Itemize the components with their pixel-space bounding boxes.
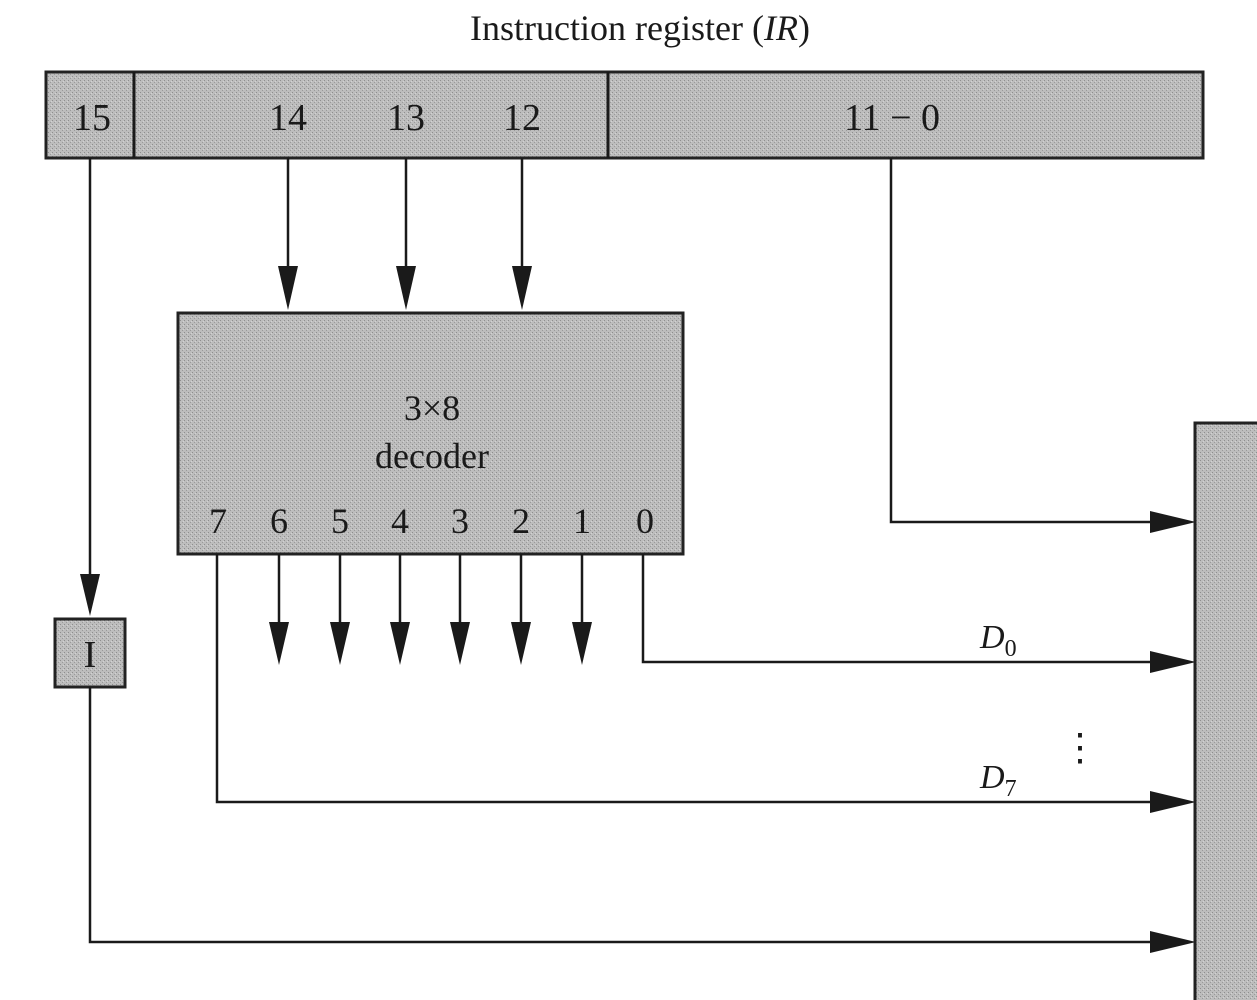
signal-d0-label: D0 <box>979 619 1017 662</box>
arrow-bits-11-0 <box>1150 511 1196 533</box>
arrow-d0 <box>1150 651 1196 673</box>
register-bit-14: 14 <box>269 97 307 139</box>
arrow-indirect-flag <box>1150 931 1196 953</box>
arrow-output-2 <box>511 622 531 665</box>
register-bits-11-0: 11 − 0 <box>844 97 940 139</box>
arrow-bit-13 <box>396 266 416 310</box>
decoder-output-6: 6 <box>270 501 288 541</box>
register-bit-13: 13 <box>387 97 425 139</box>
decoder-label: decoder <box>375 436 489 476</box>
decoder-body <box>176 311 685 556</box>
arrow-bit-12 <box>512 266 532 310</box>
signal-d7-label: D7 <box>979 759 1017 802</box>
arrow-output-5 <box>330 622 350 665</box>
decoder-output-3: 3 <box>451 501 469 541</box>
wire-bits-11-0 <box>889 158 1160 524</box>
arrow-bit-14 <box>278 266 298 310</box>
arrow-bit-15 <box>80 574 100 616</box>
decoder-output-2: 2 <box>512 501 530 541</box>
signal-ellipsis: ⋮ <box>1061 727 1099 769</box>
decoder-output-4: 4 <box>391 501 409 541</box>
arrow-output-6 <box>269 622 289 665</box>
decoder-output-1: 1 <box>573 501 591 541</box>
decoder-size: 3×8 <box>404 388 460 428</box>
arrow-output-1 <box>572 622 592 665</box>
decoder-output-7: 7 <box>209 501 227 541</box>
indirect-flag-label: I <box>84 634 97 676</box>
wire-indirect-flag <box>88 687 1160 944</box>
wire-d7 <box>215 554 1160 804</box>
indirect-flag-box <box>53 617 127 689</box>
register-body <box>44 70 1205 160</box>
decoder-3x8: 3×8 decoder 7 6 5 4 3 2 1 0 <box>176 311 685 556</box>
wire-d0 <box>641 554 1160 664</box>
arrow-output-3 <box>450 622 470 665</box>
control-logic-block <box>1193 421 1257 1000</box>
register-bit-12: 12 <box>503 97 541 139</box>
register-title: Instruction register (IR) <box>470 8 810 48</box>
arrow-output-4 <box>390 622 410 665</box>
decoder-output-0: 0 <box>636 501 654 541</box>
decoder-output-5: 5 <box>331 501 349 541</box>
register-bit-15: 15 <box>73 97 111 139</box>
indirect-flag-register: I <box>53 617 127 689</box>
arrow-d7 <box>1150 791 1196 813</box>
instruction-register: 15 14 13 12 11 − 0 <box>44 70 1205 160</box>
